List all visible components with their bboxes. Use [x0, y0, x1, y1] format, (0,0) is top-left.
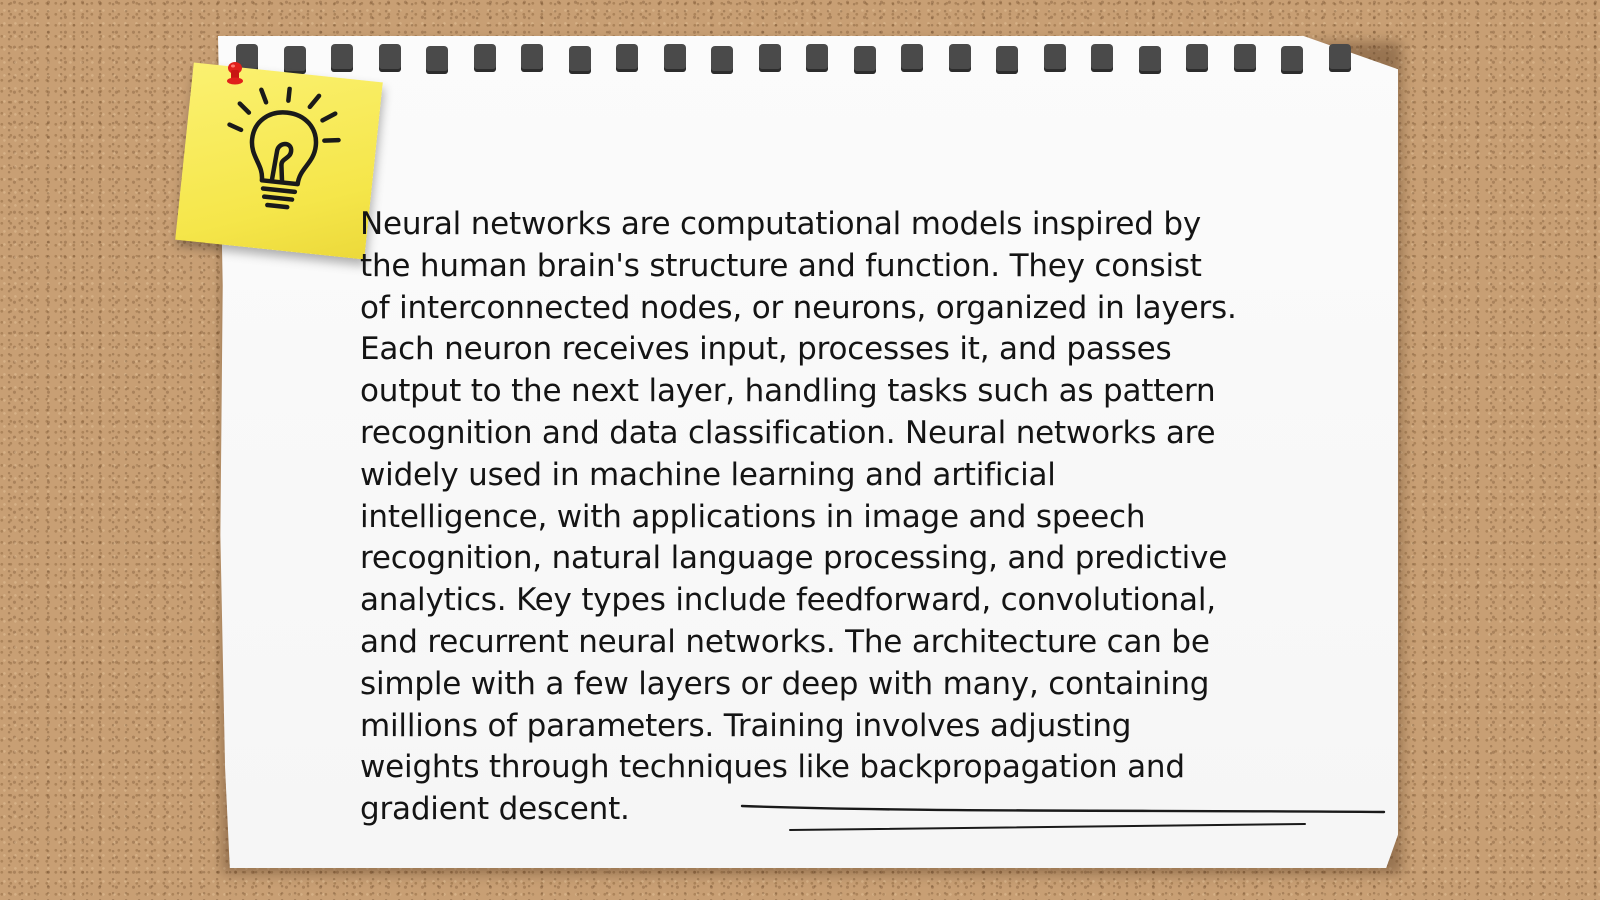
spiral-hole: [996, 46, 1018, 74]
pushpin-icon: [227, 62, 243, 85]
spiral-hole: [1186, 44, 1208, 72]
spiral-hole: [853, 46, 876, 74]
spiral-hole: [758, 44, 781, 72]
spiral-hole: [473, 44, 496, 72]
spiral-holes: [236, 44, 1366, 76]
spiral-hole: [1091, 44, 1113, 72]
spiral-hole: [331, 44, 353, 72]
spiral-hole: [948, 44, 971, 72]
spiral-hole: [1138, 46, 1161, 74]
sticky-note: [175, 62, 383, 260]
spiral-hole: [426, 46, 448, 74]
spiral-hole: [1328, 44, 1351, 72]
spiral-hole: [711, 46, 733, 74]
spiral-hole: [568, 46, 591, 74]
spiral-hole: [901, 44, 923, 72]
note-body-text: Neural networks are computational models…: [360, 206, 1237, 828]
spiral-hole: [378, 44, 401, 72]
spiral-hole: [283, 46, 306, 74]
notebook-page: [218, 36, 1398, 868]
spiral-hole: [616, 44, 638, 72]
spiral-hole: [1281, 46, 1303, 74]
spiral-hole: [521, 44, 543, 72]
spiral-hole: [806, 44, 828, 72]
spiral-hole: [1233, 44, 1256, 72]
lightbulb-icon: [227, 86, 341, 210]
spiral-hole: [236, 44, 258, 72]
spiral-hole: [1043, 44, 1066, 72]
spiral-hole: [663, 44, 686, 72]
